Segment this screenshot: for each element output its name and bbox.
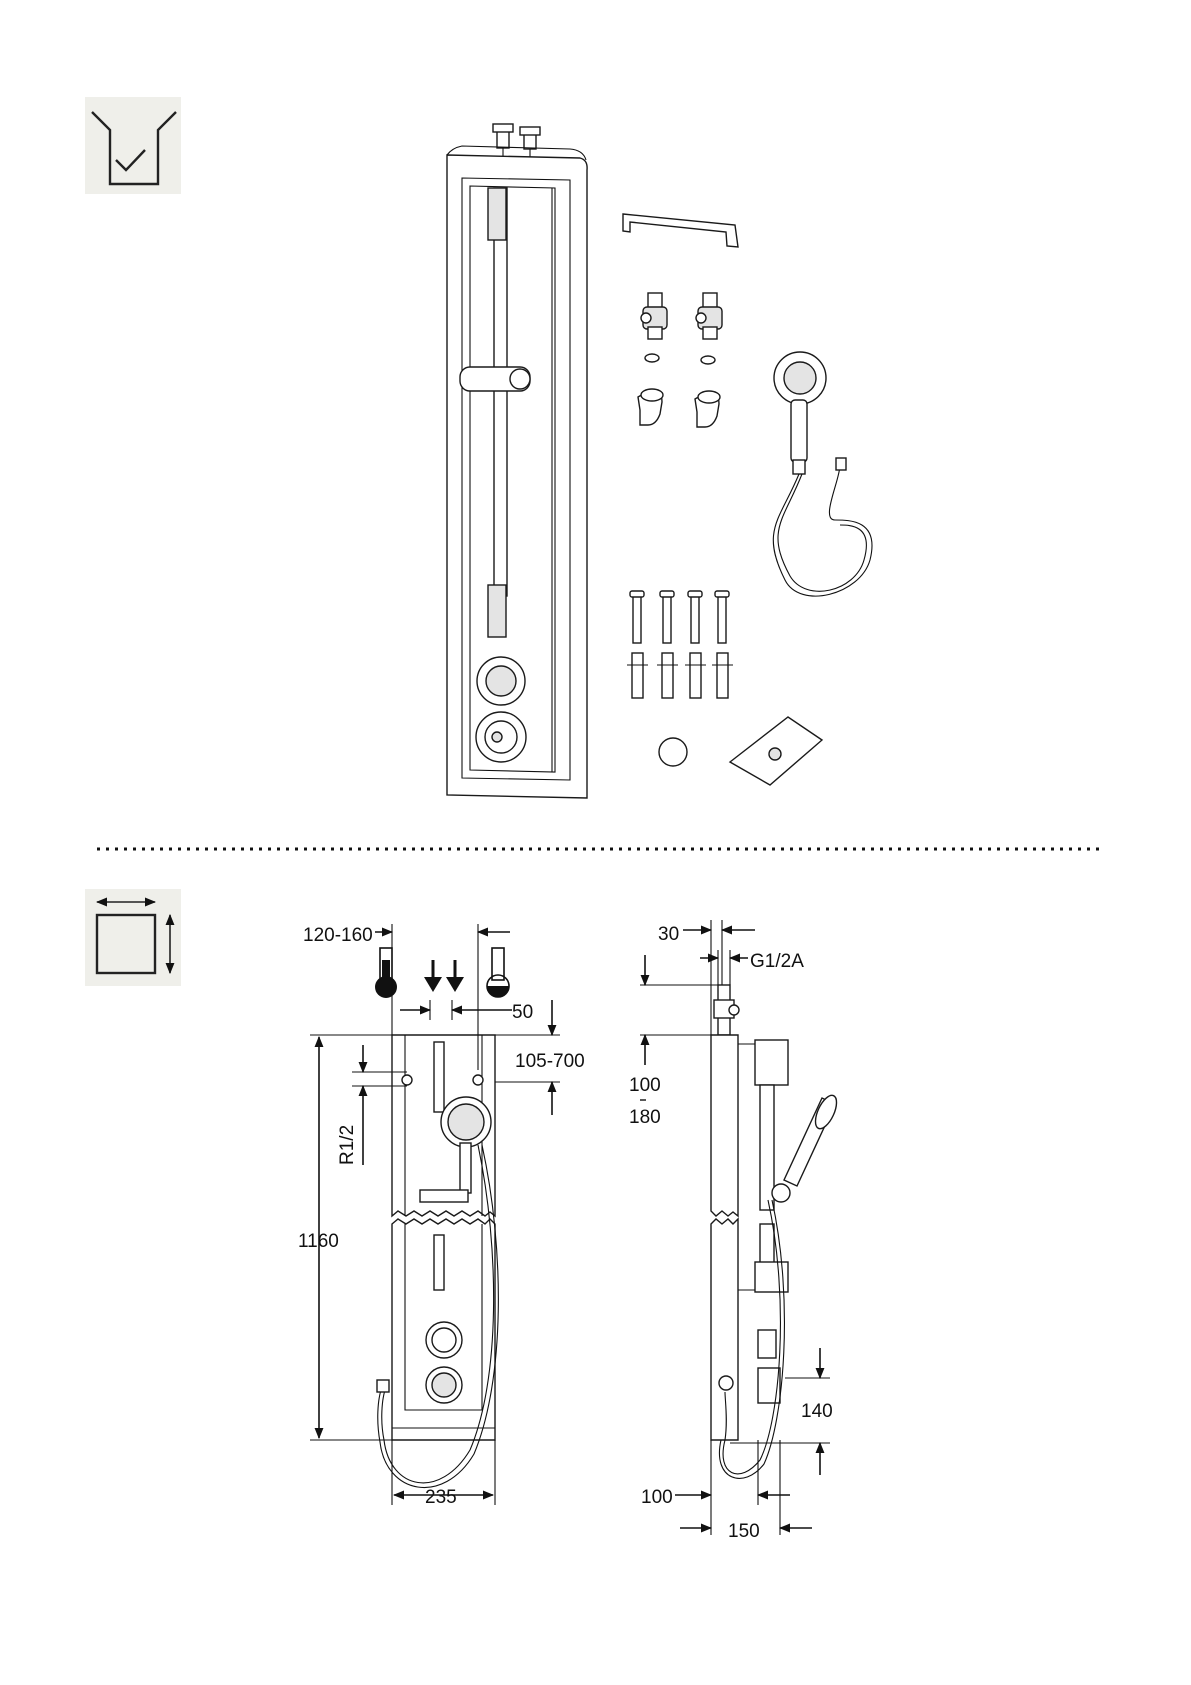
flow-direction-arrows-icon: [424, 960, 464, 992]
accessory-parts: [623, 214, 822, 785]
dim-offset-top: 100: [629, 1075, 661, 1096]
dim-width-range: 120-160: [303, 925, 373, 946]
front-view-drawing: 120-160 50 105-700 R1/2 1160 235: [298, 924, 585, 1508]
wall-plugs: [627, 653, 733, 698]
shower-panel-illustration: [447, 124, 587, 798]
stop-valve-left: [641, 293, 667, 339]
dim-height: 1160: [298, 1231, 339, 1252]
stop-valve-right: [696, 293, 722, 339]
box-check-icon: [85, 97, 181, 194]
dim-lower: 140: [801, 1401, 833, 1422]
dim-top: 30: [658, 924, 679, 945]
dim-offset-bottom: 180: [629, 1107, 661, 1128]
dim-depth: 150: [728, 1521, 760, 1542]
dim-width: 235: [425, 1487, 457, 1508]
dim-thread-front: R1/2: [337, 1125, 358, 1165]
cold-water-thermometer-icon: [375, 948, 397, 998]
screws: [630, 591, 729, 643]
hot-water-thermometer-icon: [487, 948, 509, 997]
dim-spacing: 50: [512, 1002, 533, 1023]
dim-height-range: 105-700: [515, 1051, 585, 1072]
hand-shower-with-hose: [773, 352, 872, 596]
dim-wall: 100: [641, 1487, 673, 1508]
dimension-square-icon: [85, 889, 181, 986]
side-view-drawing: 30 G1/2A 100 180 140 100 150: [629, 920, 841, 1542]
dim-thread-side: G1/2A: [750, 951, 804, 972]
